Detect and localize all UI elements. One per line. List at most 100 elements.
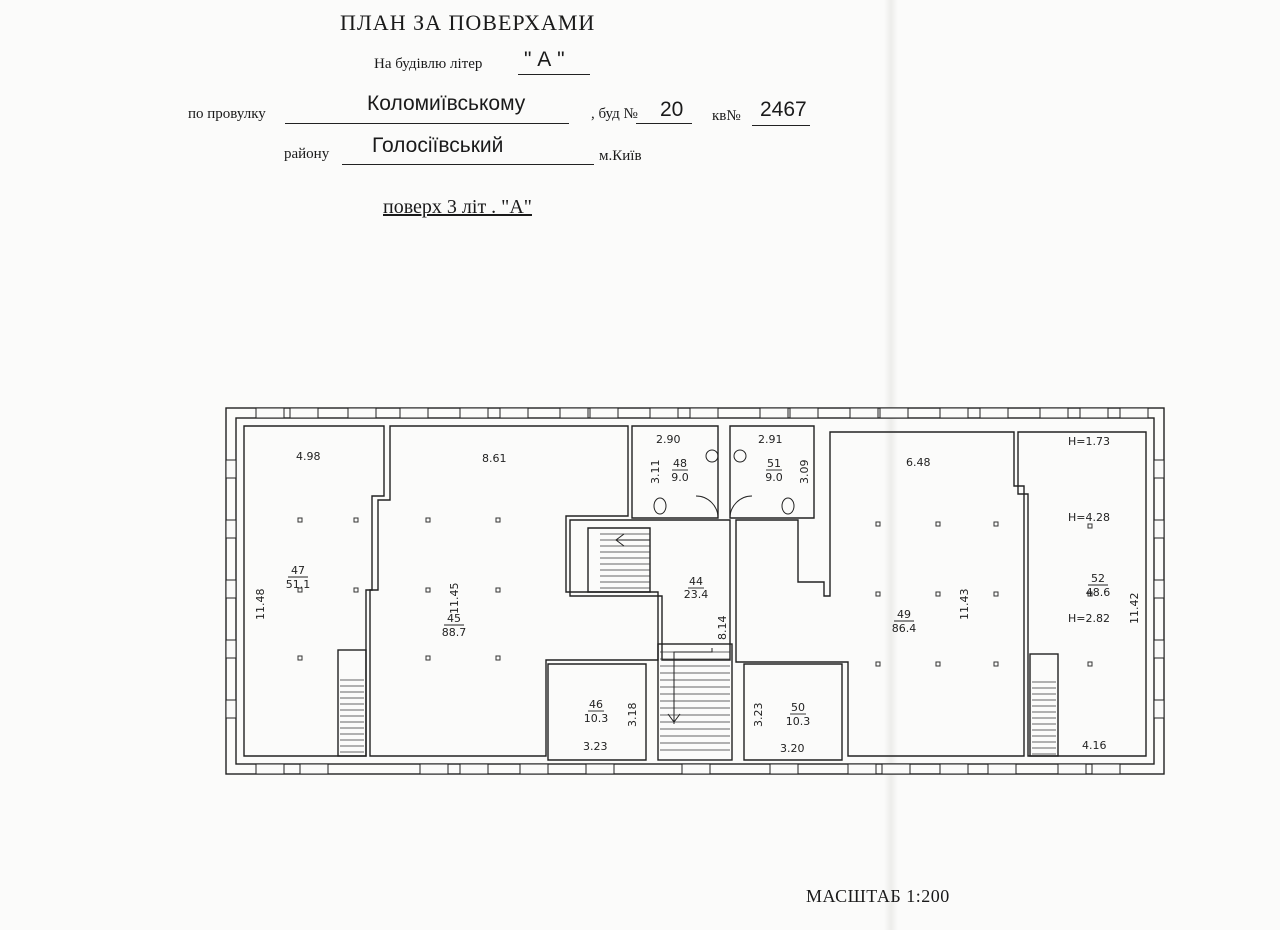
window xyxy=(1119,407,1149,419)
central-stair xyxy=(657,643,733,761)
column-marker xyxy=(1087,661,1093,667)
room-area: 51.1 xyxy=(286,578,311,591)
house-value: 20 xyxy=(660,98,684,121)
building-underline xyxy=(518,74,590,75)
window xyxy=(881,763,911,775)
lane-label: по провулку xyxy=(188,106,266,122)
floor-line: поверх 3 літ . "А" xyxy=(383,196,532,218)
column-marker xyxy=(495,655,501,661)
column-marker xyxy=(297,517,303,523)
house-underline xyxy=(636,123,692,124)
window xyxy=(255,407,285,419)
door-swing xyxy=(729,495,753,519)
window xyxy=(225,579,237,599)
city-label: м.Київ xyxy=(599,148,642,164)
window xyxy=(459,763,489,775)
toilet-icon xyxy=(653,497,667,515)
stair-44 xyxy=(587,527,651,593)
window xyxy=(225,639,237,659)
column-marker xyxy=(935,591,941,597)
dim-label: 6.48 xyxy=(906,456,931,469)
window xyxy=(559,407,589,419)
district-label: району xyxy=(284,146,330,162)
column-marker xyxy=(353,587,359,593)
room-number: 45 xyxy=(447,612,461,625)
room-number: 47 xyxy=(291,564,305,577)
column-marker xyxy=(297,655,303,661)
window xyxy=(347,407,377,419)
apt-underline xyxy=(752,125,810,126)
room-46-outline xyxy=(547,663,647,761)
dim-label: 3.20 xyxy=(780,742,805,755)
room-number: 50 xyxy=(791,701,805,714)
window xyxy=(589,407,619,419)
district-value: Голосіївський xyxy=(372,134,504,157)
dim-label: H=4.28 xyxy=(1068,511,1110,524)
building-label: На будівлю літер xyxy=(374,56,483,72)
window xyxy=(519,763,549,775)
stair-arrow-central-head xyxy=(667,713,681,723)
window xyxy=(759,407,789,419)
room-area: 9.0 xyxy=(671,471,689,484)
room-area: 23.4 xyxy=(684,588,709,601)
room-area: 10.3 xyxy=(584,712,609,725)
window xyxy=(979,407,1009,419)
column-marker xyxy=(1087,523,1093,529)
column-marker xyxy=(353,517,359,523)
window xyxy=(289,407,319,419)
room-area: 10.3 xyxy=(786,715,811,728)
door-swing xyxy=(695,495,719,519)
window xyxy=(681,763,711,775)
apt-value: 2467 xyxy=(760,98,807,121)
window xyxy=(225,519,237,539)
dim-label: 11.45 xyxy=(448,583,461,615)
room-51-outline xyxy=(729,425,815,519)
window xyxy=(1153,519,1165,539)
fraction-lines xyxy=(288,469,1108,715)
column-marker xyxy=(935,661,941,667)
column-marker xyxy=(993,521,999,527)
apt-label: кв№ xyxy=(712,108,741,124)
window xyxy=(1153,639,1165,659)
paper-fold xyxy=(884,0,898,930)
stair-arrow-central xyxy=(673,648,713,724)
window xyxy=(299,763,329,775)
toilet-icon xyxy=(781,497,795,515)
column-marker xyxy=(495,587,501,593)
room-number: 46 xyxy=(589,698,603,711)
stair-west xyxy=(337,649,367,757)
stair-arrow-44 xyxy=(615,533,650,547)
lane-value: Коломиївському xyxy=(367,92,526,115)
dim-label: H=2.82 xyxy=(1068,612,1110,625)
window xyxy=(225,699,237,719)
dim-label: 3.09 xyxy=(798,460,811,485)
window xyxy=(419,763,449,775)
house-label: , буд № xyxy=(591,106,638,122)
window xyxy=(399,407,429,419)
scale-label: МАСШТАБ 1:200 xyxy=(806,886,950,906)
building-letter: " А " xyxy=(524,48,565,71)
window xyxy=(987,763,1017,775)
column-marker xyxy=(495,517,501,523)
window xyxy=(847,763,877,775)
window xyxy=(1039,407,1069,419)
window xyxy=(689,407,719,419)
window xyxy=(1153,579,1165,599)
dim-label: 11.43 xyxy=(958,589,971,621)
dim-label: 11.48 xyxy=(254,589,267,621)
column-marker xyxy=(1087,591,1093,597)
dim-label: 11.42 xyxy=(1128,593,1141,625)
column-markers xyxy=(297,517,1093,667)
window xyxy=(585,763,615,775)
room-area: 9.0 xyxy=(765,471,783,484)
window xyxy=(1091,763,1121,775)
room-area: 48.6 xyxy=(1086,586,1111,599)
column-marker xyxy=(875,591,881,597)
room-45-outline xyxy=(369,425,659,757)
window xyxy=(499,407,529,419)
column-marker xyxy=(425,517,431,523)
room-area: 86.4 xyxy=(892,622,917,635)
window xyxy=(939,407,969,419)
column-marker xyxy=(875,661,881,667)
dim-label: 3.18 xyxy=(626,703,639,728)
